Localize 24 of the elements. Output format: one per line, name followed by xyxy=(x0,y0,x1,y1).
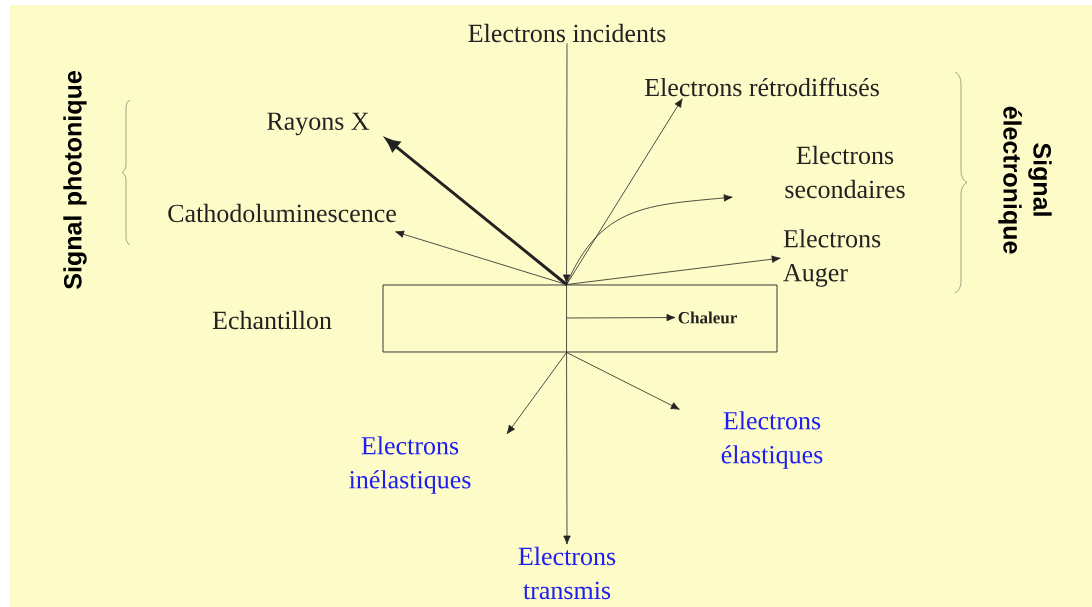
arrow xyxy=(566,98,683,285)
sample-box xyxy=(382,284,778,353)
label-text: Electrons transmis xyxy=(518,546,616,600)
arrow xyxy=(506,352,567,435)
signal-label: Signal photonique xyxy=(63,71,87,289)
signal-label: Signal électronique xyxy=(998,106,1052,254)
label-text: Cathodoluminescence xyxy=(168,203,396,223)
arrow xyxy=(563,352,571,545)
label-text: Electrons inélastiques xyxy=(349,436,471,494)
arrow xyxy=(566,352,680,410)
label-text: Electrons Auger xyxy=(783,229,881,287)
beside-label: Echantillon xyxy=(212,310,332,330)
label-text: Electrons rétrodiffusés xyxy=(644,77,879,97)
label-text: Electrons secondaires xyxy=(785,145,905,199)
arrow xyxy=(395,230,567,285)
arrow xyxy=(566,313,676,322)
arrow xyxy=(566,255,781,285)
arrow xyxy=(385,138,568,286)
label-text: Electrons élastiques xyxy=(721,411,823,469)
arrow xyxy=(562,42,571,284)
label-text: Rayons X xyxy=(267,112,370,136)
arrow xyxy=(566,194,733,285)
label-text: Electrons incidents xyxy=(468,23,666,43)
label-text: Chaleur xyxy=(678,311,737,324)
